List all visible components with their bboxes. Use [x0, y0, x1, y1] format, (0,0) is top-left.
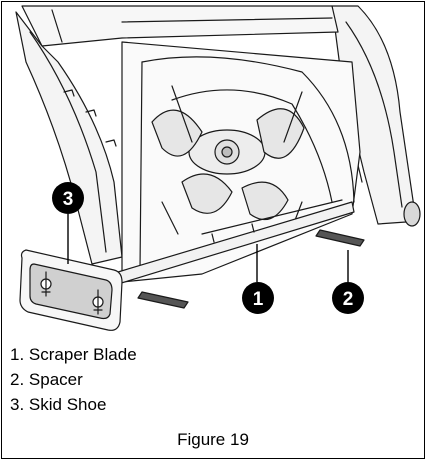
callout-3-label: 3 [63, 189, 74, 210]
legend-item-number: 3 [10, 395, 20, 414]
legend-item-text: Spacer [28, 370, 83, 389]
callout-2: 2 [332, 282, 364, 314]
snowblower-illustration: 1 2 3 [15, 5, 421, 331]
auger-flights [151, 85, 305, 235]
legend-item-number: 1 [10, 345, 20, 364]
legend-item: 1. Scraper Blade [10, 345, 137, 364]
callout-3: 3 [52, 182, 84, 214]
callout-1-label: 1 [253, 289, 264, 310]
housing-top [21, 5, 339, 47]
legend-item-text: Skid Shoe [28, 395, 107, 414]
figure-caption: Figure 19 [177, 430, 249, 449]
parts-legend: 1. Scraper Blade 2. Spacer 3. Skid Shoe [10, 342, 137, 417]
callout-2-label: 2 [343, 289, 354, 310]
legend-item: 3. Skid Shoe [10, 395, 107, 414]
skid-shoe-shape [19, 249, 123, 331]
spacer-shapes [137, 229, 365, 309]
legend-item: 2. Spacer [10, 370, 83, 389]
legend-item-text: Scraper Blade [28, 345, 137, 364]
legend-item-number: 2 [10, 370, 20, 389]
left-side-panel [15, 11, 123, 265]
right-side-panel [301, 5, 421, 227]
callout-1: 1 [242, 282, 274, 314]
